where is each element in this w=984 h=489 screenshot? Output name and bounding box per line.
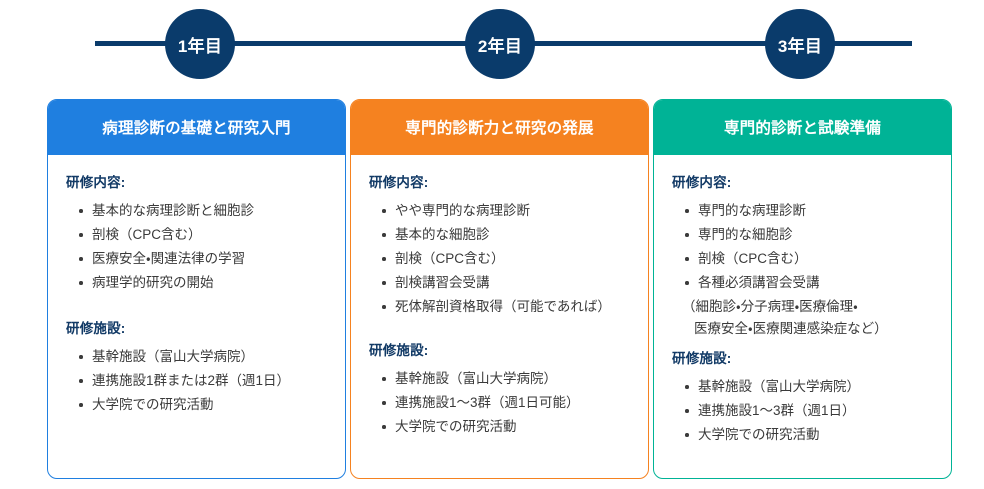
training-facility-list: 基幹施設（富山大学病院） 連携施設1群または2群（週1日） 大学院での研究活動 bbox=[62, 345, 331, 417]
list-item: 基本的な病理診断と細胞診 bbox=[78, 199, 331, 223]
list-item: 大学院での研究活動 bbox=[381, 415, 634, 439]
list-item: 剖検（CPC含む） bbox=[684, 247, 937, 271]
training-content-title: 研修内容: bbox=[369, 175, 429, 190]
card-body-year-3: 研修内容: 専門的な病理診断 専門的な細胞診 剖検（CPC含む） 各種必須講習会… bbox=[654, 155, 951, 478]
training-facility-section: 研修施設: 基幹施設（富山大学病院） 連携施設1群または2群（週1日） 大学院で… bbox=[62, 317, 331, 417]
list-item: 剖検講習会受講 bbox=[381, 271, 634, 295]
list-item: 病理学的研究の開始 bbox=[78, 271, 331, 295]
list-item: 基幹施設（富山大学病院） bbox=[381, 367, 634, 391]
card-header-label: 専門的診断と試験準備 bbox=[723, 120, 881, 137]
list-item: 連携施設1〜3群（週1日可能） bbox=[381, 391, 634, 415]
timeline-node-year-3: 3年目 bbox=[765, 9, 835, 79]
card-body-year-1: 研修内容: 基本的な病理診断と細胞診 剖検（CPC含む） 医療安全・関連法律の学… bbox=[48, 155, 345, 478]
list-item: 剖検（CPC含む） bbox=[381, 247, 634, 271]
training-content-list: 基本的な病理診断と細胞診 剖検（CPC含む） 医療安全・関連法律の学習 病理学的… bbox=[62, 199, 331, 295]
card-header-label: 専門的診断力と研究の発展 bbox=[405, 120, 594, 137]
training-content-title: 研修内容: bbox=[672, 175, 732, 190]
timeline-node-label: 1年目 bbox=[177, 36, 223, 56]
training-facility-title: 研修施設: bbox=[369, 343, 429, 359]
training-content-list: 専門的な病理診断 専門的な細胞診 剖検（CPC含む） 各種必須講習会受講 bbox=[668, 199, 937, 295]
list-item: 剖検（CPC含む） bbox=[78, 223, 331, 247]
card-header-year-2: 専門的診断力と研究の発展 bbox=[351, 100, 648, 155]
list-item: やや専門的な病理診断 bbox=[381, 199, 634, 223]
program-card-year-1: 病理診断の基礎と研究入門 研修内容: 基本的な病理診断と細胞診 剖検（CPC含む… bbox=[47, 99, 346, 479]
training-content-section: 研修内容: 基本的な病理診断と細胞診 剖検（CPC含む） 医療安全・関連法律の学… bbox=[62, 171, 331, 295]
training-content-note-line-2: 医療安全・医療関連感染症など） bbox=[694, 320, 888, 336]
card-header-label: 病理診断の基礎と研究入門 bbox=[102, 120, 291, 137]
training-facility-title: 研修施設: bbox=[672, 351, 732, 367]
list-item: 専門的な病理診断 bbox=[684, 199, 937, 223]
card-header-year-1: 病理診断の基礎と研究入門 bbox=[48, 100, 345, 155]
timeline-node-year-1: 1年目 bbox=[165, 9, 235, 79]
training-facility-section: 研修施設: 基幹施設（富山大学病院） 連携施設1〜3群（週1日） 大学院での研究… bbox=[668, 347, 937, 447]
list-item: 大学院での研究活動 bbox=[78, 393, 331, 417]
training-content-note: （細胞診・分子病理・医療倫理・ 医療安全・医療関連感染症など） bbox=[682, 296, 937, 339]
program-card-year-3: 専門的診断と試験準備 研修内容: 専門的な病理診断 専門的な細胞診 剖検（CPC… bbox=[653, 99, 952, 479]
training-facility-list: 基幹施設（富山大学病院） 連携施設1〜3群（週1日可能） 大学院での研究活動 bbox=[365, 367, 634, 439]
training-content-list: やや専門的な病理診断 基本的な細胞診 剖検（CPC含む） 剖検講習会受講 死体解… bbox=[365, 199, 634, 319]
timeline-node-year-2: 2年目 bbox=[465, 9, 535, 79]
training-content-section: 研修内容: やや専門的な病理診断 基本的な細胞診 剖検（CPC含む） 剖検講習会… bbox=[365, 171, 634, 319]
training-content-note-line-1: （細胞診・分子病理・医療倫理・ bbox=[682, 299, 858, 315]
timeline-node-label: 3年目 bbox=[777, 36, 823, 56]
list-item: 死体解剖資格取得（可能であれば） bbox=[381, 295, 634, 319]
list-item: 医療安全・関連法律の学習 bbox=[78, 247, 331, 271]
training-facility-section: 研修施設: 基幹施設（富山大学病院） 連携施設1〜3群（週1日可能） 大学院での… bbox=[365, 339, 634, 439]
timeline: 1年目 2年目 3年目 bbox=[0, 0, 984, 92]
program-card-year-2: 専門的診断力と研究の発展 研修内容: やや専門的な病理診断 基本的な細胞診 剖検… bbox=[350, 99, 649, 479]
list-item: 基幹施設（富山大学病院） bbox=[684, 375, 937, 399]
timeline-node-label: 2年目 bbox=[477, 36, 523, 56]
training-content-title: 研修内容: bbox=[66, 175, 126, 190]
list-item: 専門的な細胞診 bbox=[684, 223, 937, 247]
list-item: 大学院での研究活動 bbox=[684, 423, 937, 447]
list-item: 基幹施設（富山大学病院） bbox=[78, 345, 331, 369]
card-header-year-3: 専門的診断と試験準備 bbox=[654, 100, 951, 155]
list-item: 連携施設1〜3群（週1日） bbox=[684, 399, 937, 423]
list-item: 各種必須講習会受講 bbox=[684, 271, 937, 295]
list-item: 基本的な細胞診 bbox=[381, 223, 634, 247]
training-facility-title: 研修施設: bbox=[66, 321, 126, 337]
training-facility-list: 基幹施設（富山大学病院） 連携施設1〜3群（週1日） 大学院での研究活動 bbox=[668, 375, 937, 447]
card-body-year-2: 研修内容: やや専門的な病理診断 基本的な細胞診 剖検（CPC含む） 剖検講習会… bbox=[351, 155, 648, 478]
list-item: 連携施設1群または2群（週1日） bbox=[78, 369, 331, 393]
training-content-section: 研修内容: 専門的な病理診断 専門的な細胞診 剖検（CPC含む） 各種必須講習会… bbox=[668, 171, 937, 339]
program-cards: 病理診断の基礎と研究入門 研修内容: 基本的な病理診断と細胞診 剖検（CPC含む… bbox=[47, 99, 953, 479]
